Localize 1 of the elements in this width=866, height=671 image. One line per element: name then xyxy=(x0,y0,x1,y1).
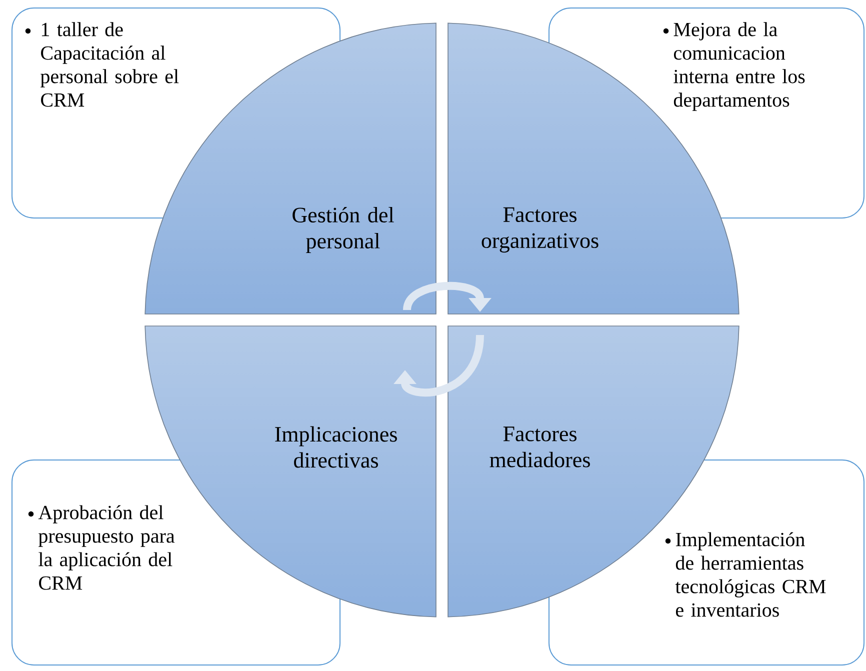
cycle-arrow xyxy=(394,334,484,397)
